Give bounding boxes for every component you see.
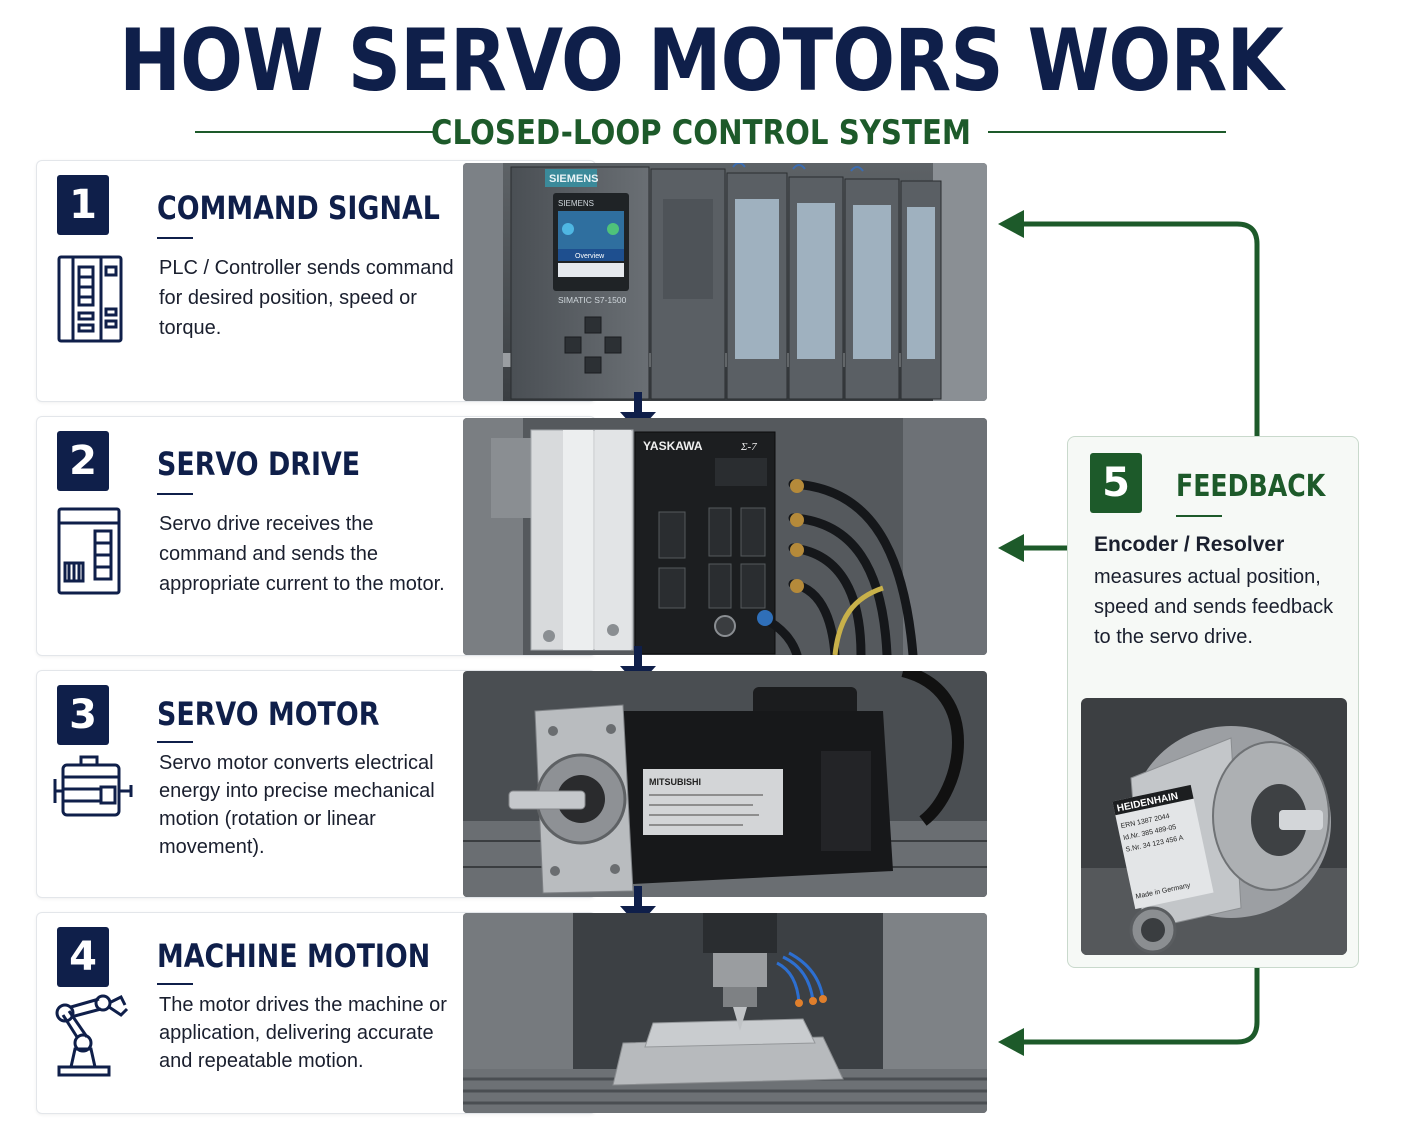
plc-brand-label: SIEMENS xyxy=(549,173,599,185)
subtitle-divider-right xyxy=(988,131,1226,133)
robot-arm-icon xyxy=(51,991,135,1086)
step-number-badge: 2 xyxy=(57,431,109,491)
feedback-card: 5 FEEDBACK Encoder / Resolver measures a… xyxy=(1067,436,1359,968)
step-description: Servo drive receives the command and sen… xyxy=(159,513,445,595)
step-number-badge: 3 xyxy=(57,685,109,745)
step-title: MACHINE MOTION xyxy=(157,937,431,975)
servo-drive-icon xyxy=(51,503,131,604)
motor-brand-label: MITSUBISHI xyxy=(649,777,701,787)
step-title-underline xyxy=(157,741,193,743)
step-title: SERVO DRIVE xyxy=(157,445,361,483)
plc-icon xyxy=(51,249,131,354)
plc-screen-brand: SIEMENS xyxy=(558,199,594,208)
feedback-title: FEEDBACK xyxy=(1176,469,1326,504)
step-number-badge: 1 xyxy=(57,175,109,235)
feedback-heading: Encoder / Resolver xyxy=(1094,533,1285,556)
step-title-underline xyxy=(157,493,193,495)
encoder-photo: HEIDENHAIN ERN 1387 2044 Id.Nr. 385 489-… xyxy=(1081,698,1347,955)
step-description: The motor drives the machine or applicat… xyxy=(159,994,447,1072)
drive-brand-label: YASKAWA xyxy=(643,439,703,453)
step-title-underline xyxy=(157,983,193,985)
drive-series-label: Σ-7 xyxy=(740,441,757,453)
step-number-badge: 4 xyxy=(57,927,109,987)
plc-model-label: SIMATIC S7-1500 xyxy=(558,295,627,305)
step-description: PLC / Controller sends command for desir… xyxy=(159,257,454,339)
feedback-description: measures actual position, speed and send… xyxy=(1094,566,1334,648)
page-subtitle: CLOSED-LOOP CONTROL SYSTEM xyxy=(430,113,972,153)
servo-motor-photo: MITSUBISHI xyxy=(463,671,987,897)
plc-screen-title: Overview xyxy=(575,253,605,260)
page-title: HOW SERVO MOTORS WORK xyxy=(119,11,1284,111)
plc-photo: SIEMENS SIEMENS Overview SIMATIC S7-1500 xyxy=(463,163,987,401)
feedback-title-underline xyxy=(1176,515,1222,517)
cnc-machine-photo xyxy=(463,913,987,1113)
servo-drive-photo: YASKAWA Σ-7 xyxy=(463,418,987,655)
step-title: SERVO MOTOR xyxy=(157,695,380,733)
motor-icon xyxy=(51,753,135,828)
step-description: Servo motor converts electrical energy i… xyxy=(159,752,435,858)
step-title-underline xyxy=(157,237,193,239)
step-number-badge: 5 xyxy=(1090,453,1142,513)
subtitle-divider-left xyxy=(195,131,435,133)
step-title: COMMAND SIGNAL xyxy=(157,189,440,227)
